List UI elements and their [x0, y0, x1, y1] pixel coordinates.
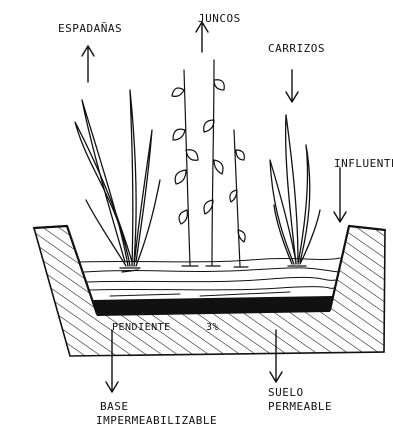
label-suelo-line1: SUELO: [268, 386, 304, 399]
label-pendiente-value: 3%: [206, 322, 219, 333]
label-pendiente: PENDIENTE: [112, 322, 171, 333]
label-base-line2: IMPERMEABILIZABLE: [96, 414, 217, 427]
label-influente: INFLUENTE: [334, 157, 393, 170]
label-carrizos: CARRIZOS: [268, 42, 325, 55]
juncos-arrow: [196, 22, 208, 52]
espadanas-arrow: [82, 46, 94, 82]
label-base-line1: BASE: [100, 400, 129, 413]
carrizos-arrow: [286, 70, 298, 102]
label-suelo-line2: PERMEABLE: [268, 400, 332, 413]
label-juncos: JUNCOS: [198, 12, 241, 25]
label-espadanas: ESPADAÑAS: [58, 22, 122, 35]
influente-arrow: [334, 168, 346, 222]
